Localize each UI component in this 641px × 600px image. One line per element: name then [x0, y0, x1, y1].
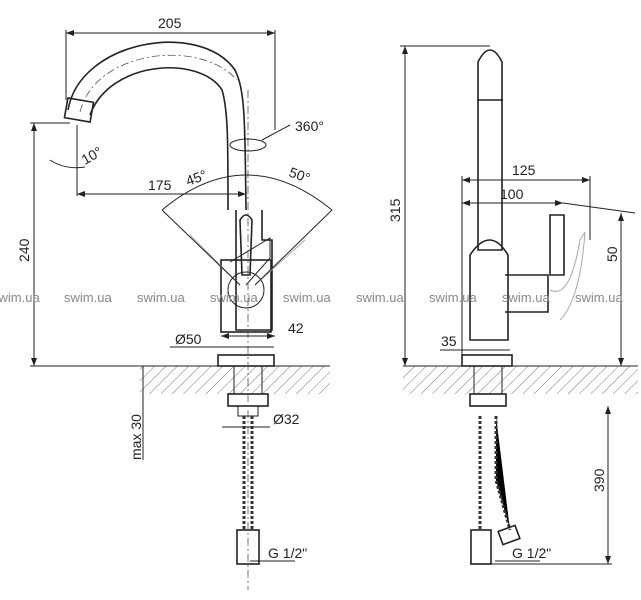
dim-thread-side: G 1/2"	[512, 545, 551, 561]
dim-lever-right: 50°	[287, 164, 312, 186]
countertop-hatch-side	[403, 366, 638, 394]
aerator	[63, 96, 95, 124]
supply-hose	[242, 416, 254, 530]
base-plate	[217, 354, 275, 367]
dim-body-side: 35	[441, 333, 457, 349]
dim-depth-outer: 125	[512, 162, 536, 178]
watermark-row: swim.ua swim.ua swim.ua swim.ua swim.ua …	[0, 290, 623, 305]
dim-hose: Ø32	[273, 411, 300, 427]
dim-height-side: 315	[387, 198, 403, 222]
spout-inner	[89, 67, 229, 211]
watermark: swim.ua	[210, 290, 258, 305]
watermark: swim.ua	[0, 290, 40, 305]
dim-thread: G 1/2"	[268, 545, 307, 561]
watermark: swim.ua	[137, 290, 185, 305]
dim-width: 205	[158, 15, 182, 31]
dim-reach: 175	[148, 177, 172, 193]
dim-max-thickness: max 30	[128, 414, 144, 460]
dim-depth-inner: 100	[500, 186, 524, 202]
watermark: swim.ua	[356, 290, 404, 305]
watermark: swim.ua	[283, 290, 331, 305]
dim-lever-left: 45°	[184, 167, 209, 189]
watermark: swim.ua	[64, 290, 112, 305]
watermark: swim.ua	[575, 290, 623, 305]
side-view: 315 125 100 50 35 390 G 1/2"	[387, 45, 638, 565]
dim-spout-angle: 10°	[79, 143, 105, 167]
watermark: swim.ua	[429, 290, 477, 305]
dim-height: 240	[16, 238, 32, 262]
dim-rotation: 360°	[295, 118, 324, 134]
dim-base: Ø50	[175, 331, 202, 347]
countertop-hatch	[140, 366, 330, 394]
spout-side	[477, 49, 503, 251]
dim-body: 42	[288, 320, 304, 336]
lever	[239, 214, 253, 276]
supply-hoses-side	[478, 416, 512, 531]
spout-outer	[67, 41, 247, 211]
dim-lever-height: 50	[604, 246, 620, 262]
watermark: swim.ua	[502, 290, 550, 305]
lever-side	[549, 214, 565, 276]
faucet-body	[220, 259, 272, 333]
dim-hose-length: 390	[591, 468, 607, 492]
front-view: 205 175 240 360° 10° 45° 50° 42 Ø50 max …	[16, 15, 333, 590]
